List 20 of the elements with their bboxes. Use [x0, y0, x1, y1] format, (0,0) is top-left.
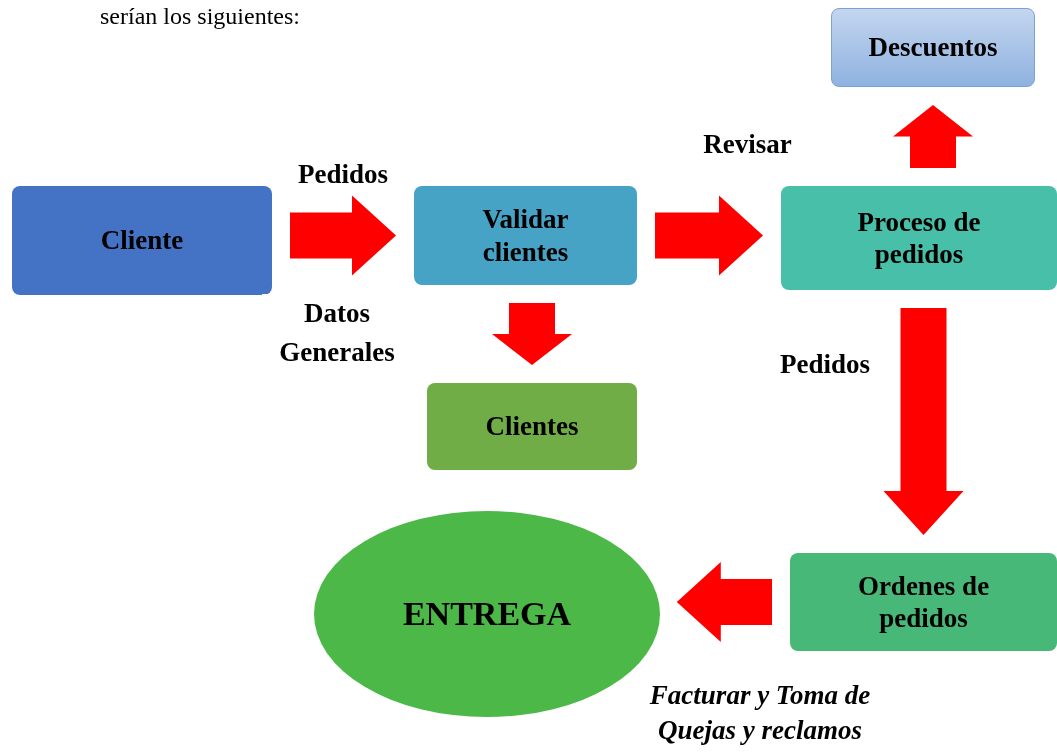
process-box: [414, 186, 637, 285]
node-label: Clientes: [485, 410, 579, 443]
node-label: Descuentos: [868, 31, 998, 64]
block-arrow: [883, 308, 964, 535]
node-label: Proceso de pedidos: [856, 205, 982, 271]
block-arrow: [492, 303, 572, 365]
node-label: Validar clientes: [481, 203, 570, 268]
process-box: [831, 8, 1035, 87]
block-arrow: [893, 105, 973, 168]
process-box: [790, 553, 1057, 651]
caption-text: Facturar y Toma de Quejas y reclamos: [648, 679, 872, 748]
block-arrow: [676, 562, 772, 642]
process-box: [781, 186, 1057, 290]
block-arrow: [290, 195, 396, 276]
node-label: Cliente: [100, 224, 184, 257]
block-arrow: [655, 195, 763, 276]
process-box: [427, 383, 637, 470]
node-label: ENTREGA: [402, 593, 572, 634]
node-label: Ordenes de pedidos: [856, 569, 991, 635]
process-box: [12, 186, 272, 295]
